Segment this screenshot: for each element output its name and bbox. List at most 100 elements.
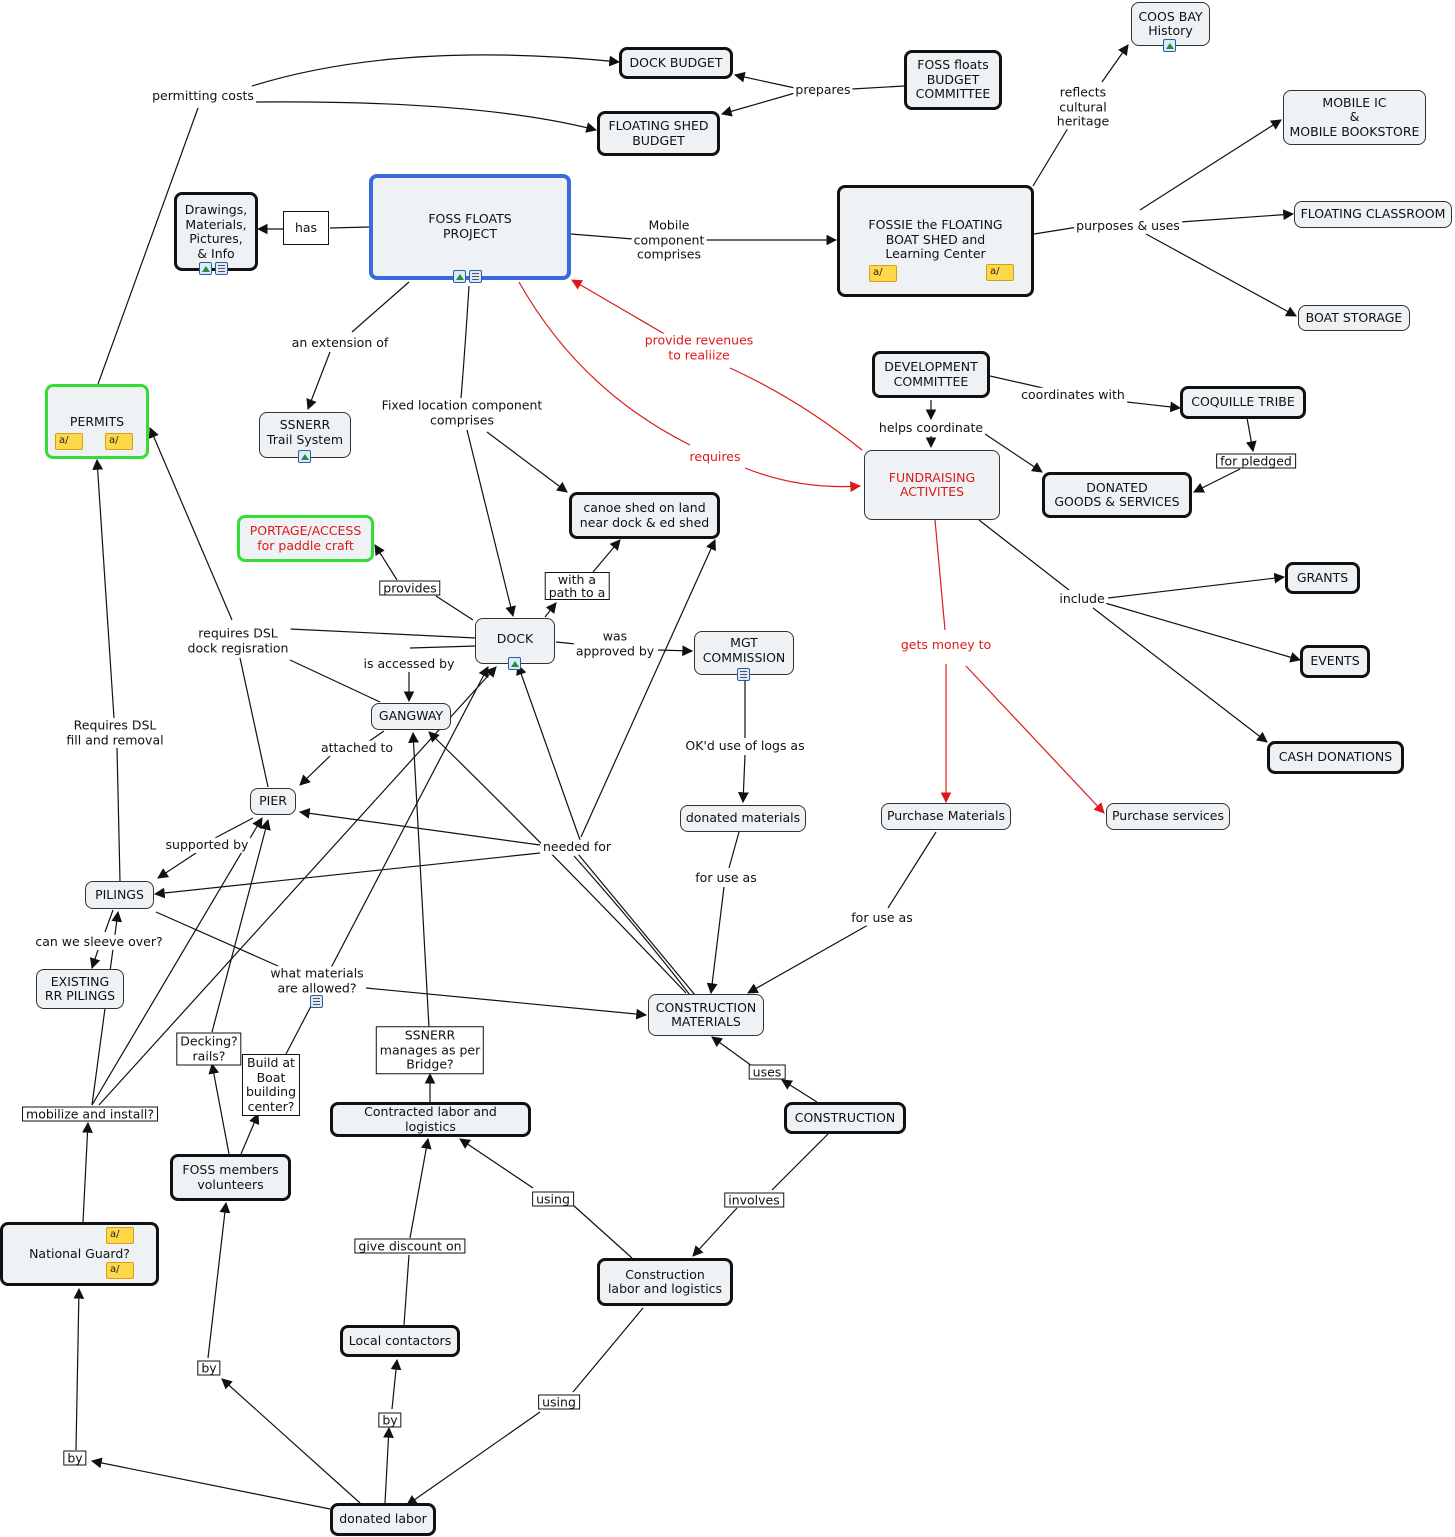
link-label: requires — [687, 448, 743, 465]
node-permits-icons — [55, 433, 133, 450]
node-construction-labor-logistics[interactable]: Construction labor and logistics — [597, 1258, 733, 1306]
node-donated-goods-services[interactable]: DONATED GOODS & SERVICES — [1042, 472, 1192, 518]
node-floating-shed-budget[interactable]: FLOATING SHED BUDGET — [597, 111, 720, 156]
image-icon[interactable] — [453, 270, 466, 283]
link-label: using — [532, 1191, 574, 1207]
link-label: Build at Boat building center? — [241, 1054, 301, 1116]
node-national-guard-icon-top — [106, 1227, 134, 1244]
link-label: permitting costs — [150, 87, 256, 104]
link-label: using — [538, 1394, 580, 1410]
link-label: Fixed location component comprises — [379, 397, 545, 428]
node-pilings[interactable]: PILINGS — [85, 881, 154, 909]
node-events[interactable]: EVENTS — [1300, 645, 1370, 678]
link-label: prepares — [793, 81, 853, 98]
link-label: for pledged — [1216, 453, 1296, 469]
link-label: needed for — [540, 838, 614, 855]
image-icon[interactable] — [1163, 39, 1176, 52]
link-label: provide revenues to realiize — [642, 332, 756, 363]
link-label: requires DSL dock regisration — [185, 625, 291, 656]
node-fossie-icons-right — [986, 264, 1014, 281]
node-development-committee[interactable]: DEVELOPMENT COMMITTEE — [872, 351, 990, 398]
link-label: with a path to a — [544, 572, 610, 600]
link-label: provides — [379, 580, 441, 596]
node-donated-materials[interactable]: donated materials — [680, 805, 806, 832]
note-icon[interactable] — [106, 1262, 134, 1279]
node-foss-members-volunteers[interactable]: FOSS members volunteers — [170, 1154, 291, 1201]
node-national-guard[interactable]: National Guard? — [0, 1222, 159, 1286]
node-gangway[interactable]: GANGWAY — [371, 703, 451, 730]
node-purchase-materials[interactable]: Purchase Materials — [881, 803, 1011, 830]
document-icon[interactable] — [469, 270, 482, 283]
link-label: SSNERR manages as per Bridge? — [375, 1026, 485, 1074]
link-label: include — [1057, 590, 1107, 607]
node-existing-rr-pilings[interactable]: EXISTING RR PILINGS — [36, 969, 124, 1009]
node-dock-icons — [508, 657, 521, 670]
link-label: by — [378, 1412, 402, 1428]
link-label: Requires DSL fill and removal — [64, 717, 166, 748]
link-label: coordinates with — [1019, 386, 1127, 403]
link-label: is accessed by — [361, 655, 457, 672]
node-coos-bay-history[interactable]: COOS BAY History — [1131, 2, 1210, 46]
link-label: Decking? rails? — [176, 1032, 242, 1066]
link-label: was approved by — [573, 628, 657, 659]
node-dock-budget[interactable]: DOCK BUDGET — [619, 47, 733, 79]
link-label: for use as — [693, 869, 759, 886]
image-icon[interactable] — [508, 657, 521, 670]
link-label: an extension of — [289, 334, 391, 351]
node-drawings-icons — [199, 262, 228, 275]
link-label: Mobile component comprises — [631, 217, 707, 262]
node-construction[interactable]: CONSTRUCTION — [784, 1102, 906, 1134]
document-icon[interactable] — [215, 262, 228, 275]
node-drawings-materials[interactable]: Drawings, Materials, Pictures, & Info — [174, 192, 258, 271]
node-pier[interactable]: PIER — [250, 788, 296, 815]
node-grants[interactable]: GRANTS — [1285, 562, 1360, 594]
note-icon[interactable] — [106, 1227, 134, 1244]
node-construction-materials[interactable]: CONSTRUCTION MATERIALS — [648, 994, 764, 1036]
node-portage-access[interactable]: PORTAGE/ACCESS for paddle craft — [237, 515, 374, 562]
link-label: purposes & uses — [1074, 217, 1182, 234]
link-label: gets money to — [898, 636, 994, 653]
note-icon[interactable] — [55, 433, 83, 450]
link-label: what materials are allowed? — [268, 965, 366, 996]
node-local-contractors[interactable]: Local contactors — [340, 1325, 460, 1357]
node-contracted-labor[interactable]: Contracted labor and logistics — [330, 1102, 531, 1137]
node-donated-labor[interactable]: donated labor — [330, 1503, 436, 1536]
node-foss-budget-committee[interactable]: FOSS floats BUDGET COMMITTEE — [904, 50, 1002, 110]
node-mgt-icons — [737, 668, 750, 681]
node-coquille-tribe[interactable]: COQUILLE TRIBE — [1180, 386, 1306, 419]
image-icon[interactable] — [298, 450, 311, 463]
image-icon[interactable] — [199, 262, 212, 275]
link-label: for use as — [849, 909, 915, 926]
node-cash-donations[interactable]: CASH DONATIONS — [1267, 741, 1404, 774]
node-floating-classroom[interactable]: FLOATING CLASSROOM — [1294, 201, 1452, 228]
node-boat-storage[interactable]: BOAT STORAGE — [1298, 305, 1410, 331]
link-label: reflects cultural heritage — [1054, 84, 1112, 129]
link-label: attached to — [318, 739, 396, 756]
link-label: involves — [724, 1192, 784, 1208]
node-purchase-services[interactable]: Purchase services — [1106, 803, 1230, 830]
document-icon[interactable] — [737, 668, 750, 681]
link-label: helps coordinate — [876, 419, 986, 436]
link-label: OK'd use of logs as — [683, 737, 807, 754]
link-label: supported by — [163, 836, 251, 853]
node-fundraising-activities[interactable]: FUNDRAISING ACTIVITES — [864, 450, 1000, 520]
node-mobile-ic-bookstore[interactable]: MOBILE IC & MOBILE BOOKSTORE — [1283, 90, 1426, 145]
node-fossie-icons-left — [869, 265, 897, 282]
node-foss-floats-project[interactable]: FOSS FLOATS PROJECT — [369, 174, 571, 280]
link-label: give discount on — [354, 1238, 466, 1254]
link-label: by — [197, 1360, 221, 1376]
node-mgt-commission[interactable]: MGT COMMISSION — [694, 631, 794, 675]
node-canoe-shed[interactable]: canoe shed on land near dock & ed shed — [569, 492, 720, 539]
note-icon[interactable] — [986, 264, 1014, 281]
what-materials-icons — [310, 995, 323, 1008]
note-icon[interactable] — [869, 265, 897, 282]
node-coos-bay-icons — [1163, 39, 1176, 52]
node-national-guard-icon-bottom — [106, 1262, 134, 1279]
link-label: by — [63, 1450, 87, 1466]
node-ssnerr-icons — [298, 450, 311, 463]
link-label: uses — [748, 1064, 786, 1080]
document-icon[interactable] — [310, 995, 323, 1008]
note-icon[interactable] — [105, 433, 133, 450]
